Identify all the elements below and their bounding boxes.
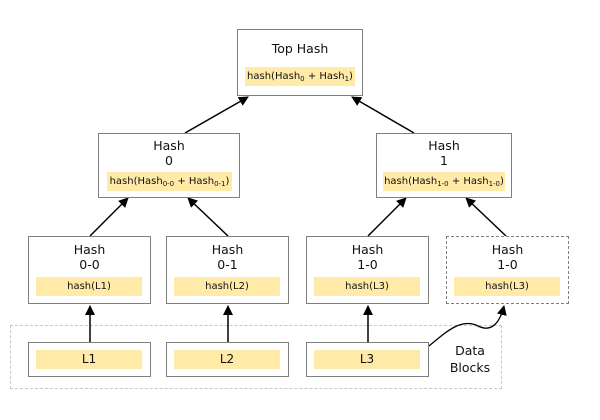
hash-0-node: Hash 0 hash(Hash0-0 + Hash0-1) [98, 133, 240, 198]
data-blocks-label-line2: Blocks [449, 360, 491, 375]
hash-1-0-duplicate-node: Hash 1-0 hash(L3) [446, 236, 569, 304]
arrow-leaf01-to-hash0 [187, 197, 229, 237]
arrow-hash1-to-top [351, 96, 415, 134]
hash-1-0-duplicate-title-line2: 1-0 [497, 257, 518, 272]
hash-0-0-title-line2: 0-0 [79, 257, 100, 272]
hash-1-node: Hash 1 hash(Hash1-0 + Hash1-0) [376, 133, 512, 198]
hash-1-0-node: Hash 1-0 hash(L3) [306, 236, 429, 304]
arrow-l3-to-leaf10b-curve [428, 305, 507, 347]
data-blocks-label: Data Blocks [438, 342, 502, 376]
hash-1-0-formula: hash(L3) [314, 277, 420, 296]
hash-1-title-line1: Hash [428, 138, 460, 153]
data-blocks-region [10, 325, 502, 389]
top-hash-node: Top Hash hash(Hash0 + Hash1) [237, 29, 363, 96]
hash-0-1-node: Hash 0-1 hash(L2) [166, 236, 289, 304]
arrow-leaf10-to-hash1 [367, 197, 407, 237]
data-block-l2: L2 [166, 342, 289, 377]
data-block-l1: L1 [28, 342, 151, 377]
hash-1-formula: hash(Hash1-0 + Hash1-0) [383, 172, 505, 191]
arrow-leaf00-to-hash0 [89, 197, 129, 237]
hash-0-1-title-line1: Hash [211, 242, 244, 257]
hash-1-0-title-line1: Hash [351, 242, 384, 257]
hash-0-1-title-line2: 0-1 [217, 257, 238, 272]
data-block-l3-label: L3 [314, 350, 420, 369]
hash-0-1-formula: hash(L2) [174, 277, 280, 296]
hash-1-0-title-line2: 1-0 [357, 257, 378, 272]
data-block-l2-label: L2 [174, 350, 280, 369]
hash-0-0-formula: hash(L1) [36, 277, 142, 296]
hash-1-title-line2: 1 [440, 153, 448, 168]
hash-1-0-duplicate-title-line1: Hash [491, 242, 524, 257]
arrow-leaf10b-to-hash1 [465, 197, 507, 237]
hash-0-0-title-line1: Hash [73, 242, 106, 257]
hash-0-0-node: Hash 0-0 hash(L1) [28, 236, 151, 304]
top-hash-formula: hash(Hash0 + Hash1) [245, 67, 355, 86]
hash-0-title-line1: Hash [153, 138, 185, 153]
data-blocks-label-line1: Data [455, 343, 485, 358]
hash-0-title-line2: 0 [165, 153, 173, 168]
top-hash-title: Top Hash [271, 41, 329, 56]
arrow-hash0-to-top [184, 96, 249, 134]
hash-1-0-duplicate-formula: hash(L3) [454, 277, 560, 296]
data-block-l1-label: L1 [36, 350, 142, 369]
data-block-l3: L3 [306, 342, 429, 377]
hash-0-formula: hash(Hash0-0 + Hash0-1) [107, 172, 232, 191]
